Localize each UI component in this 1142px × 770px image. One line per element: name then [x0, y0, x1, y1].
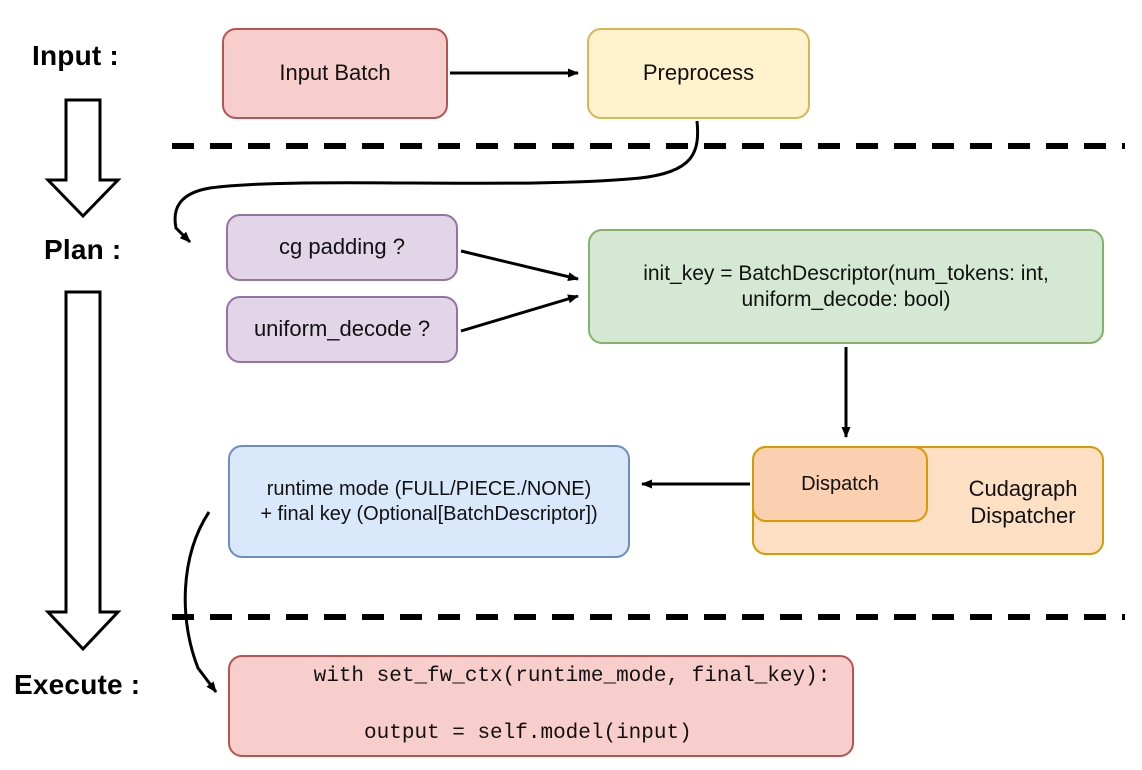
stage-label-plan: Plan :	[44, 234, 122, 265]
edge-runtime-to-exec	[183, 511, 218, 693]
dispatcher-line-2: Dispatcher	[970, 502, 1076, 528]
cudagraph-dispatcher-label: Cudagraph Dispatcher	[940, 448, 1106, 557]
runtime-mode-line-1: runtime mode (FULL/PIECE./NONE)	[266, 478, 592, 501]
node-execute-code[interactable]: with set_fw_ctx(runtime_mode, final_key)…	[228, 655, 854, 757]
node-input-batch[interactable]: Input Batch	[222, 28, 448, 119]
stage-arrow-input-to-plan	[44, 98, 122, 219]
init-key-line-1: init_key = BatchDescriptor(num_tokens: i…	[643, 261, 1049, 285]
node-init-key[interactable]: init_key = BatchDescriptor(num_tokens: i…	[588, 229, 1104, 344]
edge-cgpadding-to-initkey	[460, 249, 579, 282]
node-preprocess[interactable]: Preprocess	[587, 28, 810, 119]
node-runtime-mode[interactable]: runtime mode (FULL/PIECE./NONE) + final …	[228, 445, 630, 558]
exec-code-line-1: with set_fw_ctx(runtime_mode, final_key)…	[313, 665, 831, 689]
dispatcher-line-1: Cudagraph	[968, 475, 1078, 501]
runtime-mode-line-2: + final key (Optional[BatchDescriptor])	[260, 502, 598, 525]
stage-label-input: Input :	[32, 40, 119, 71]
node-uniform-decode[interactable]: uniform_decode ?	[226, 296, 458, 363]
node-dispatch[interactable]: Dispatch	[752, 446, 928, 522]
exec-code-line-2: output = self.model(input)	[313, 722, 692, 746]
init-key-line-2: uniform_decode: bool)	[741, 287, 951, 311]
edge-uniform-to-initkey	[460, 294, 579, 333]
stage-label-execute: Execute :	[14, 669, 141, 700]
node-cg-padding[interactable]: cg padding ?	[226, 214, 458, 281]
stage-arrow-plan-to-execute	[44, 290, 122, 652]
